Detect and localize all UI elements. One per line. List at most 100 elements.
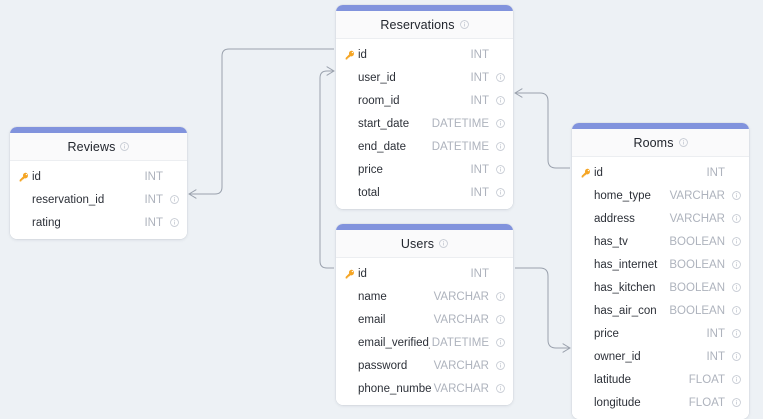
- info-icon[interactable]: [496, 119, 505, 128]
- column-type: FLOAT: [688, 373, 725, 386]
- column-info-slot: [489, 315, 505, 324]
- info-icon[interactable]: [496, 338, 505, 347]
- info-icon[interactable]: [170, 218, 179, 227]
- table-header-rooms[interactable]: Rooms: [572, 129, 749, 157]
- info-icon[interactable]: [496, 384, 505, 393]
- column-row[interactable]: email_verified_atDATETIME: [336, 331, 513, 354]
- primary-key-slot: [345, 269, 358, 279]
- info-icon[interactable]: [496, 361, 505, 370]
- column-row[interactable]: has_kitchen BOOLEAN: [572, 276, 749, 299]
- column-type: BOOLEAN: [669, 281, 725, 294]
- column-type: INT: [470, 94, 489, 107]
- info-icon[interactable]: [732, 214, 741, 223]
- table-header-reviews[interactable]: Reviews: [10, 133, 187, 161]
- info-icon[interactable]: [732, 306, 741, 315]
- column-info-slot: [725, 329, 741, 338]
- column-info-slot: [489, 165, 505, 174]
- column-row[interactable]: latitude FLOAT: [572, 368, 749, 391]
- info-icon[interactable]: [496, 73, 505, 82]
- column-info-slot: [163, 195, 179, 204]
- column-info-slot: [725, 214, 741, 223]
- info-icon[interactable]: [678, 138, 688, 147]
- info-icon[interactable]: [732, 191, 741, 200]
- relationship-edge[interactable]: [515, 267, 570, 349]
- column-name: id: [358, 267, 367, 280]
- info-icon[interactable]: [732, 283, 741, 292]
- info-icon[interactable]: [732, 352, 741, 361]
- column-info-slot: [489, 338, 505, 347]
- info-icon[interactable]: [732, 329, 741, 338]
- info-icon[interactable]: [496, 292, 505, 301]
- column-name: latitude: [594, 373, 632, 386]
- column-info-slot: [725, 398, 741, 407]
- relationship-edge[interactable]: [189, 48, 334, 195]
- info-icon[interactable]: [170, 195, 179, 204]
- info-icon[interactable]: [496, 142, 505, 151]
- column-info-slot: [489, 73, 505, 82]
- column-type: INT: [470, 267, 489, 280]
- info-icon[interactable]: [732, 237, 741, 246]
- info-icon[interactable]: [732, 260, 741, 269]
- column-row[interactable]: has_tv BOOLEAN: [572, 230, 749, 253]
- column-name: has_tv: [594, 235, 628, 248]
- column-name: id: [32, 170, 41, 183]
- column-row[interactable]: id INT: [336, 262, 513, 285]
- column-name: has_kitchen: [594, 281, 656, 294]
- info-icon[interactable]: [459, 20, 469, 29]
- column-name: email_verified_at: [358, 336, 430, 349]
- info-icon[interactable]: [496, 188, 505, 197]
- relationship-edge[interactable]: [515, 92, 570, 169]
- column-type: VARCHAR: [669, 212, 725, 225]
- info-icon[interactable]: [496, 96, 505, 105]
- primary-key-slot: [581, 168, 594, 178]
- table-header-users[interactable]: Users: [336, 230, 513, 258]
- column-info-slot: [725, 306, 741, 315]
- info-icon[interactable]: [120, 142, 130, 151]
- column-name: id: [358, 48, 367, 61]
- column-type: BOOLEAN: [669, 258, 725, 271]
- primary-key-slot: [19, 172, 32, 182]
- column-name: longitude: [594, 396, 641, 409]
- info-icon[interactable]: [496, 165, 505, 174]
- info-icon[interactable]: [732, 398, 741, 407]
- column-info-slot: [489, 361, 505, 370]
- column-info-slot: [489, 142, 505, 151]
- info-icon[interactable]: [732, 375, 741, 384]
- table-header-reservations[interactable]: Reservations: [336, 11, 513, 39]
- info-icon[interactable]: [496, 315, 505, 324]
- column-type: INT: [706, 166, 725, 179]
- column-type: BOOLEAN: [669, 235, 725, 248]
- relationship-edge[interactable]: [319, 70, 334, 269]
- info-icon[interactable]: [439, 239, 448, 248]
- column-info-slot: [489, 384, 505, 393]
